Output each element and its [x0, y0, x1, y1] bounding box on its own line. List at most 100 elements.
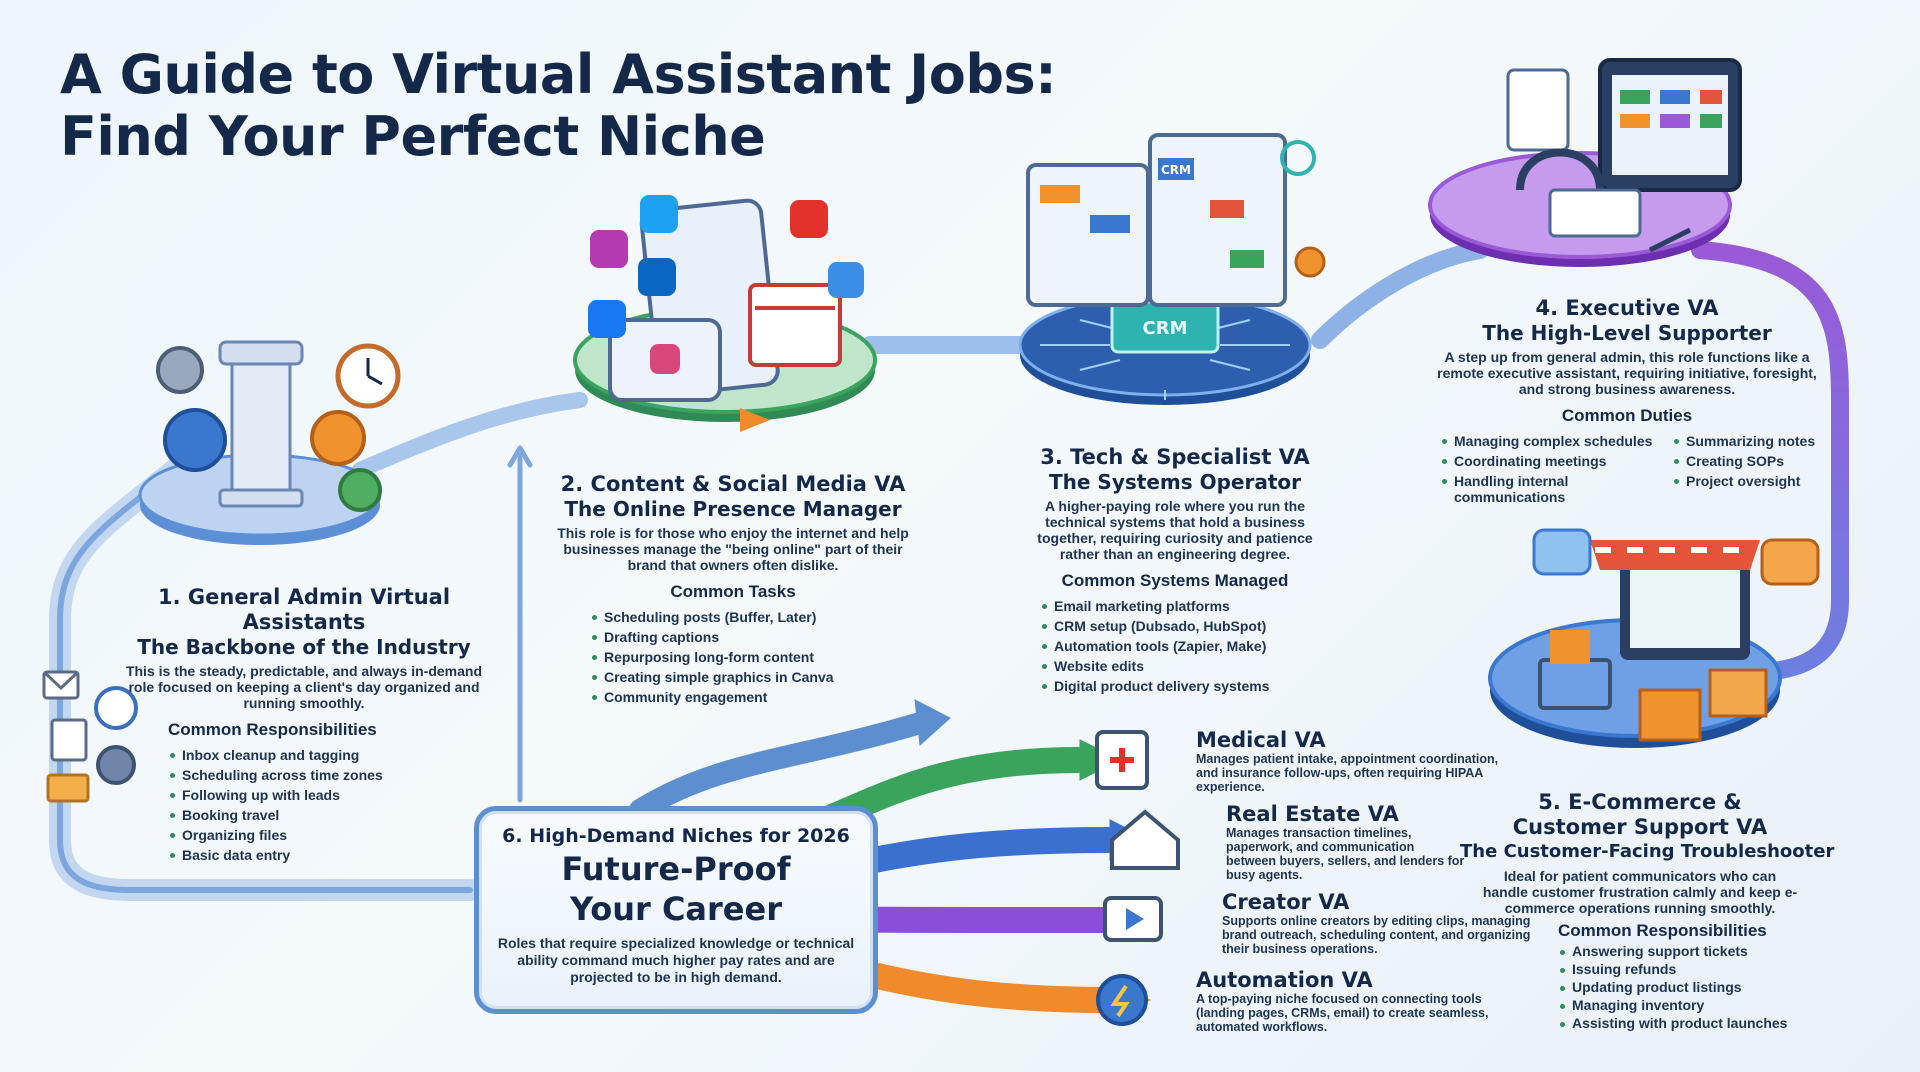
- house-icon: [1110, 809, 1180, 870]
- section-description: This role is for those who enjoy the int…: [557, 525, 909, 573]
- duties-columns: Managing complex schedules Coordinating …: [1432, 427, 1822, 505]
- section-heading: 4. Executive VA: [1535, 296, 1719, 320]
- list-item: Managing inventory: [1558, 996, 1800, 1014]
- niche-title: Automation VA: [1196, 968, 1373, 992]
- section-description: A step up from general admin, this role …: [1437, 349, 1817, 397]
- niche-title: Medical VA: [1196, 728, 1326, 752]
- youtube-icon: [790, 200, 828, 238]
- chat-bubble-icon: [1532, 528, 1592, 576]
- linkedin-icon: [638, 258, 676, 296]
- list-item: Following up with leads: [168, 785, 514, 805]
- section-description: A higher-paying role where you run the t…: [1037, 498, 1313, 562]
- headset-icon: [1516, 148, 1604, 191]
- section-subtitle: The High-Level Supporter: [1482, 321, 1772, 345]
- list-item: Updating product listings: [1558, 978, 1800, 996]
- list-item: Summarizing notes: [1672, 431, 1815, 451]
- list-heading: Common Duties: [1561, 406, 1693, 425]
- crm-window-label: CRM: [1161, 163, 1191, 177]
- section-content-social: 2. Content & Social Media VA The Online …: [548, 472, 918, 707]
- clock-icon: [94, 686, 138, 730]
- list-item: Basic data entry: [168, 845, 514, 865]
- list-item: Booking travel: [168, 805, 514, 825]
- section-description: This is the steady, predictable, and alw…: [125, 663, 483, 711]
- chat-bubble-icon: [1760, 538, 1820, 586]
- responsibilities-list: Inbox cleanup and tagging Scheduling acr…: [168, 745, 514, 865]
- card-headline-line-1: Future-Proof: [561, 850, 791, 888]
- pen-icon: [1648, 227, 1692, 253]
- list-heading: Common Tasks: [670, 582, 796, 601]
- section-subtitle: The Online Presence Manager: [564, 497, 902, 521]
- section-heading: 2. Content & Social Media VA: [560, 472, 906, 496]
- niche-medical: Medical VA Manages patient intake, appoi…: [1196, 728, 1516, 794]
- calendar-icon: [748, 283, 842, 367]
- list-item: Drafting captions: [590, 627, 850, 647]
- section-description: Ideal for patient communicators who can …: [1482, 868, 1798, 916]
- document-icon: [50, 718, 88, 762]
- sync-icon: [1280, 140, 1316, 176]
- list-item: Issuing refunds: [1558, 960, 1800, 978]
- platform-executive: [1428, 58, 1742, 267]
- list-item: Creating SOPs: [1672, 451, 1815, 471]
- section-heading: 1. General Admin Virtual Assistants: [157, 585, 451, 634]
- list-item: Handling internal communications: [1440, 471, 1658, 505]
- niche-description: Supports online creators by editing clip…: [1222, 914, 1531, 956]
- folder-icon: [46, 773, 90, 803]
- list-item: CRM setup (Dubsado, HubSpot): [1040, 616, 1330, 636]
- package-icon: [1638, 688, 1702, 742]
- platform-ecommerce: [1488, 528, 1820, 748]
- gear-icon: [96, 745, 136, 785]
- responsibilities-list: Answering support tickets Issuing refund…: [1558, 942, 1800, 1032]
- list-item: Assisting with product launches: [1558, 1014, 1800, 1032]
- tasks-list: Scheduling posts (Buffer, Later) Draftin…: [548, 607, 850, 707]
- gear-icon: [1294, 246, 1326, 278]
- niche-creator: Creator VA Supports online creators by e…: [1222, 890, 1532, 956]
- instagram-icon: [650, 344, 680, 374]
- list-item: Email marketing platforms: [1040, 596, 1330, 616]
- list-item: Automation tools (Zapier, Make): [1040, 636, 1330, 656]
- platform-tech: CRM CRM: [1018, 133, 1326, 405]
- package-icon: [1708, 668, 1768, 718]
- list-item: Digital product delivery systems: [1040, 676, 1330, 696]
- gear-bolt-icon: [1096, 974, 1148, 1026]
- facebook-icon: [588, 300, 626, 338]
- niche-description: A top-paying niche focused on connecting…: [1196, 992, 1489, 1034]
- card-description: Roles that require specialized knowledge…: [497, 935, 855, 985]
- notepad-icon: [1548, 188, 1642, 238]
- section-subtitle: The Backbone of the Industry: [137, 635, 471, 659]
- future-proof-card: 6. High-Demand Niches for 2026 Future-Pr…: [474, 806, 878, 1014]
- card-kicker: 6. High-Demand Niches for 2026: [502, 825, 850, 847]
- store-awning-icon: [1590, 540, 1760, 570]
- list-item: Scheduling across time zones: [168, 765, 514, 785]
- section-executive: 4. Executive VA The High-Level Supporter…: [1432, 296, 1822, 505]
- platform-general-admin: [138, 340, 401, 545]
- list-item: Managing complex schedules: [1440, 431, 1658, 451]
- section-subtitle: The Systems Operator: [1049, 470, 1301, 494]
- play-icon: [740, 408, 770, 432]
- niche-title: Real Estate VA: [1226, 802, 1399, 826]
- list-item: Answering support tickets: [1558, 942, 1800, 960]
- list-item: Website edits: [1040, 656, 1330, 676]
- list-item: Project oversight: [1672, 471, 1815, 491]
- side-office-icons: [42, 670, 138, 803]
- list-item: Inbox cleanup and tagging: [168, 745, 514, 765]
- list-item: Repurposing long-form content: [590, 647, 850, 667]
- niche-real-estate: Real Estate VA Manages transaction timel…: [1226, 802, 1466, 882]
- list-item: Scheduling posts (Buffer, Later): [590, 607, 850, 627]
- niche-title: Creator VA: [1222, 890, 1350, 914]
- page-title: A Guide to Virtual Assistant Jobs: Find …: [60, 43, 1057, 168]
- list-heading: Common Responsibilities: [1558, 921, 1767, 940]
- gear-icon: [310, 410, 366, 466]
- instagram-icon: [590, 230, 628, 268]
- section-heading: 3. Tech & Specialist VA: [1040, 445, 1310, 469]
- title-line-2: Find Your Perfect Niche: [60, 105, 766, 168]
- crm-chip-label: CRM: [1143, 318, 1188, 339]
- niche-automation: Automation VA A top-paying niche focused…: [1196, 968, 1496, 1034]
- title-line-1: A Guide to Virtual Assistant Jobs:: [60, 43, 1057, 106]
- list-item: Community engagement: [590, 687, 850, 707]
- duties-list-right: Summarizing notes Creating SOPs Project …: [1672, 431, 1815, 505]
- systems-list: Email marketing platforms CRM setup (Dub…: [1020, 596, 1330, 696]
- social-app-icon: [828, 262, 864, 298]
- clipboard-icon: [1506, 68, 1570, 152]
- list-item: Coordinating meetings: [1440, 451, 1658, 471]
